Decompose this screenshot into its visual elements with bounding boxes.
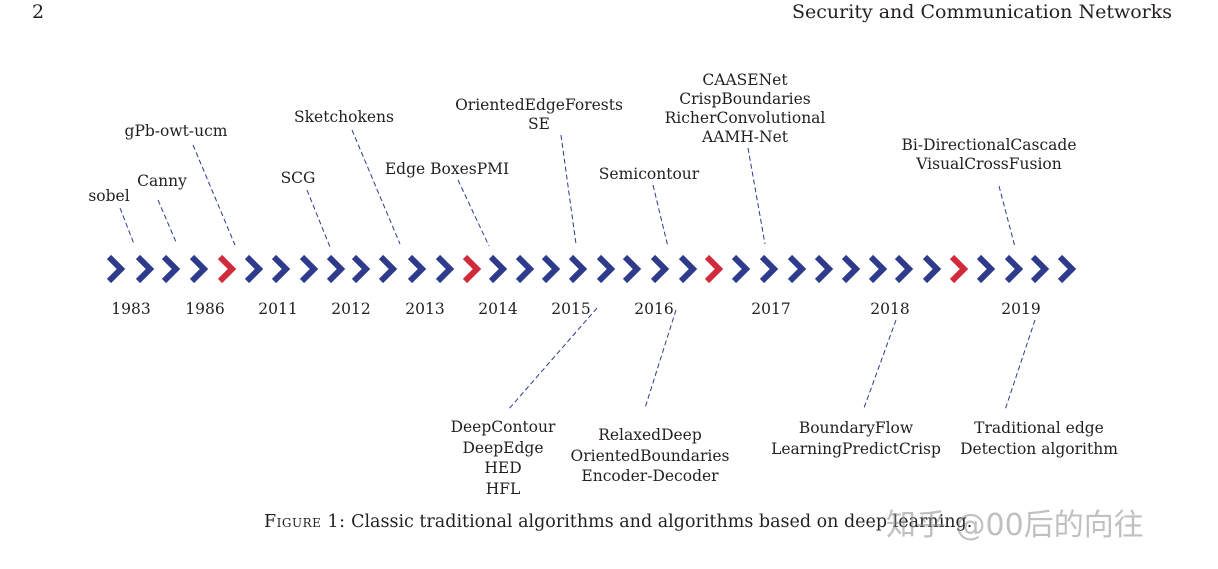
year-label: 2011 (258, 300, 298, 318)
chevron (378, 254, 398, 284)
chevron (787, 254, 807, 284)
year-label: 1983 (111, 300, 151, 318)
label-oriented-edge-forests: OrientedEdgeForests SE (455, 96, 623, 133)
label-edge-boxes-pmi: Edge BoxesPMI (384, 160, 510, 178)
chevron (435, 254, 455, 284)
label-deep-contour-group: DeepContour DeepEdge HED HFL (450, 418, 556, 498)
year-label: 2019 (1001, 300, 1041, 318)
chevron (515, 254, 535, 284)
chevron-highlight (704, 254, 724, 284)
leader-line (747, 147, 766, 245)
leader-line (507, 307, 598, 411)
chevron (1057, 254, 1077, 284)
leader-line (192, 144, 236, 246)
leader-line (652, 184, 669, 248)
leader-line (644, 309, 677, 409)
chevron (106, 254, 126, 284)
year-label: 2015 (551, 300, 591, 318)
chevron (351, 254, 371, 284)
label-scg: SCG (280, 169, 316, 187)
chevron (161, 254, 181, 284)
chevron (299, 254, 319, 284)
chevron (622, 254, 642, 284)
leader-line (998, 185, 1016, 248)
watermark: 知乎 @00后的向往 (886, 508, 1144, 543)
chevron (731, 254, 751, 284)
chevron (189, 254, 209, 284)
chevron (488, 254, 508, 284)
label-boundary-flow-group: BoundaryFlow LearningPredictCrisp (771, 419, 941, 458)
leader-line (457, 179, 490, 247)
chevron-highlight (462, 254, 482, 284)
chevron (1030, 254, 1050, 284)
label-gpb-owt-ucm: gPb-owt-ucm (124, 122, 228, 140)
year-label: 2018 (870, 300, 910, 318)
leader-line (863, 319, 897, 409)
leader-line (1004, 319, 1036, 411)
chevron (868, 254, 888, 284)
chevron (596, 254, 616, 284)
year-label: 2012 (331, 300, 371, 318)
chevron (407, 254, 427, 284)
page-number: 2 (32, 1, 45, 23)
chevron (650, 254, 670, 284)
label-semicontour: Semicontour (598, 165, 700, 183)
chevron-highlight (949, 254, 969, 284)
leader-line (560, 134, 577, 245)
figure-caption: Figure 1: Classic traditional algorithms… (264, 512, 972, 532)
year-label: 2016 (634, 300, 674, 318)
chevron (271, 254, 291, 284)
caption-prefix: Figure 1: (264, 512, 346, 532)
chevron (922, 254, 942, 284)
chevron (244, 254, 264, 284)
label-sobel: sobel (88, 187, 130, 205)
leader-lines (119, 129, 1036, 411)
chevron (976, 254, 996, 284)
label-2017-methods: CAASENet CrispBoundaries RicherConvoluti… (664, 71, 826, 146)
caption-text: Classic traditional algorithms and algor… (351, 512, 973, 532)
chevron (759, 254, 779, 284)
chevron (678, 254, 698, 284)
year-label: 1986 (185, 300, 225, 318)
label-canny: Canny (137, 172, 187, 190)
chevron (894, 254, 914, 284)
label-traditional-edge: Traditional edge Detection algorithm (960, 419, 1118, 458)
year-label: 2013 (405, 300, 445, 318)
leader-line (119, 207, 135, 245)
year-label: 2014 (478, 300, 518, 318)
chevron (568, 254, 588, 284)
year-label: 2017 (751, 300, 791, 318)
chevron-highlight (217, 254, 237, 284)
label-sketchokens: Sketchokens (294, 108, 394, 126)
chevron (541, 254, 561, 284)
label-relaxed-deep-group: RelaxedDeep OrientedBoundaries Encoder-D… (570, 426, 730, 485)
chevron (135, 254, 155, 284)
chevron (814, 254, 834, 284)
journal-title: Security and Communication Networks (792, 1, 1172, 23)
label-2019-methods: Bi-DirectionalCascade VisualCrossFusion (901, 136, 1077, 173)
chevron (841, 254, 861, 284)
chevron (326, 254, 346, 284)
chevron (1004, 254, 1024, 284)
chevron-arrows (106, 254, 1077, 284)
leader-line (351, 129, 401, 245)
leader-line (306, 189, 331, 248)
leader-line (157, 199, 177, 243)
